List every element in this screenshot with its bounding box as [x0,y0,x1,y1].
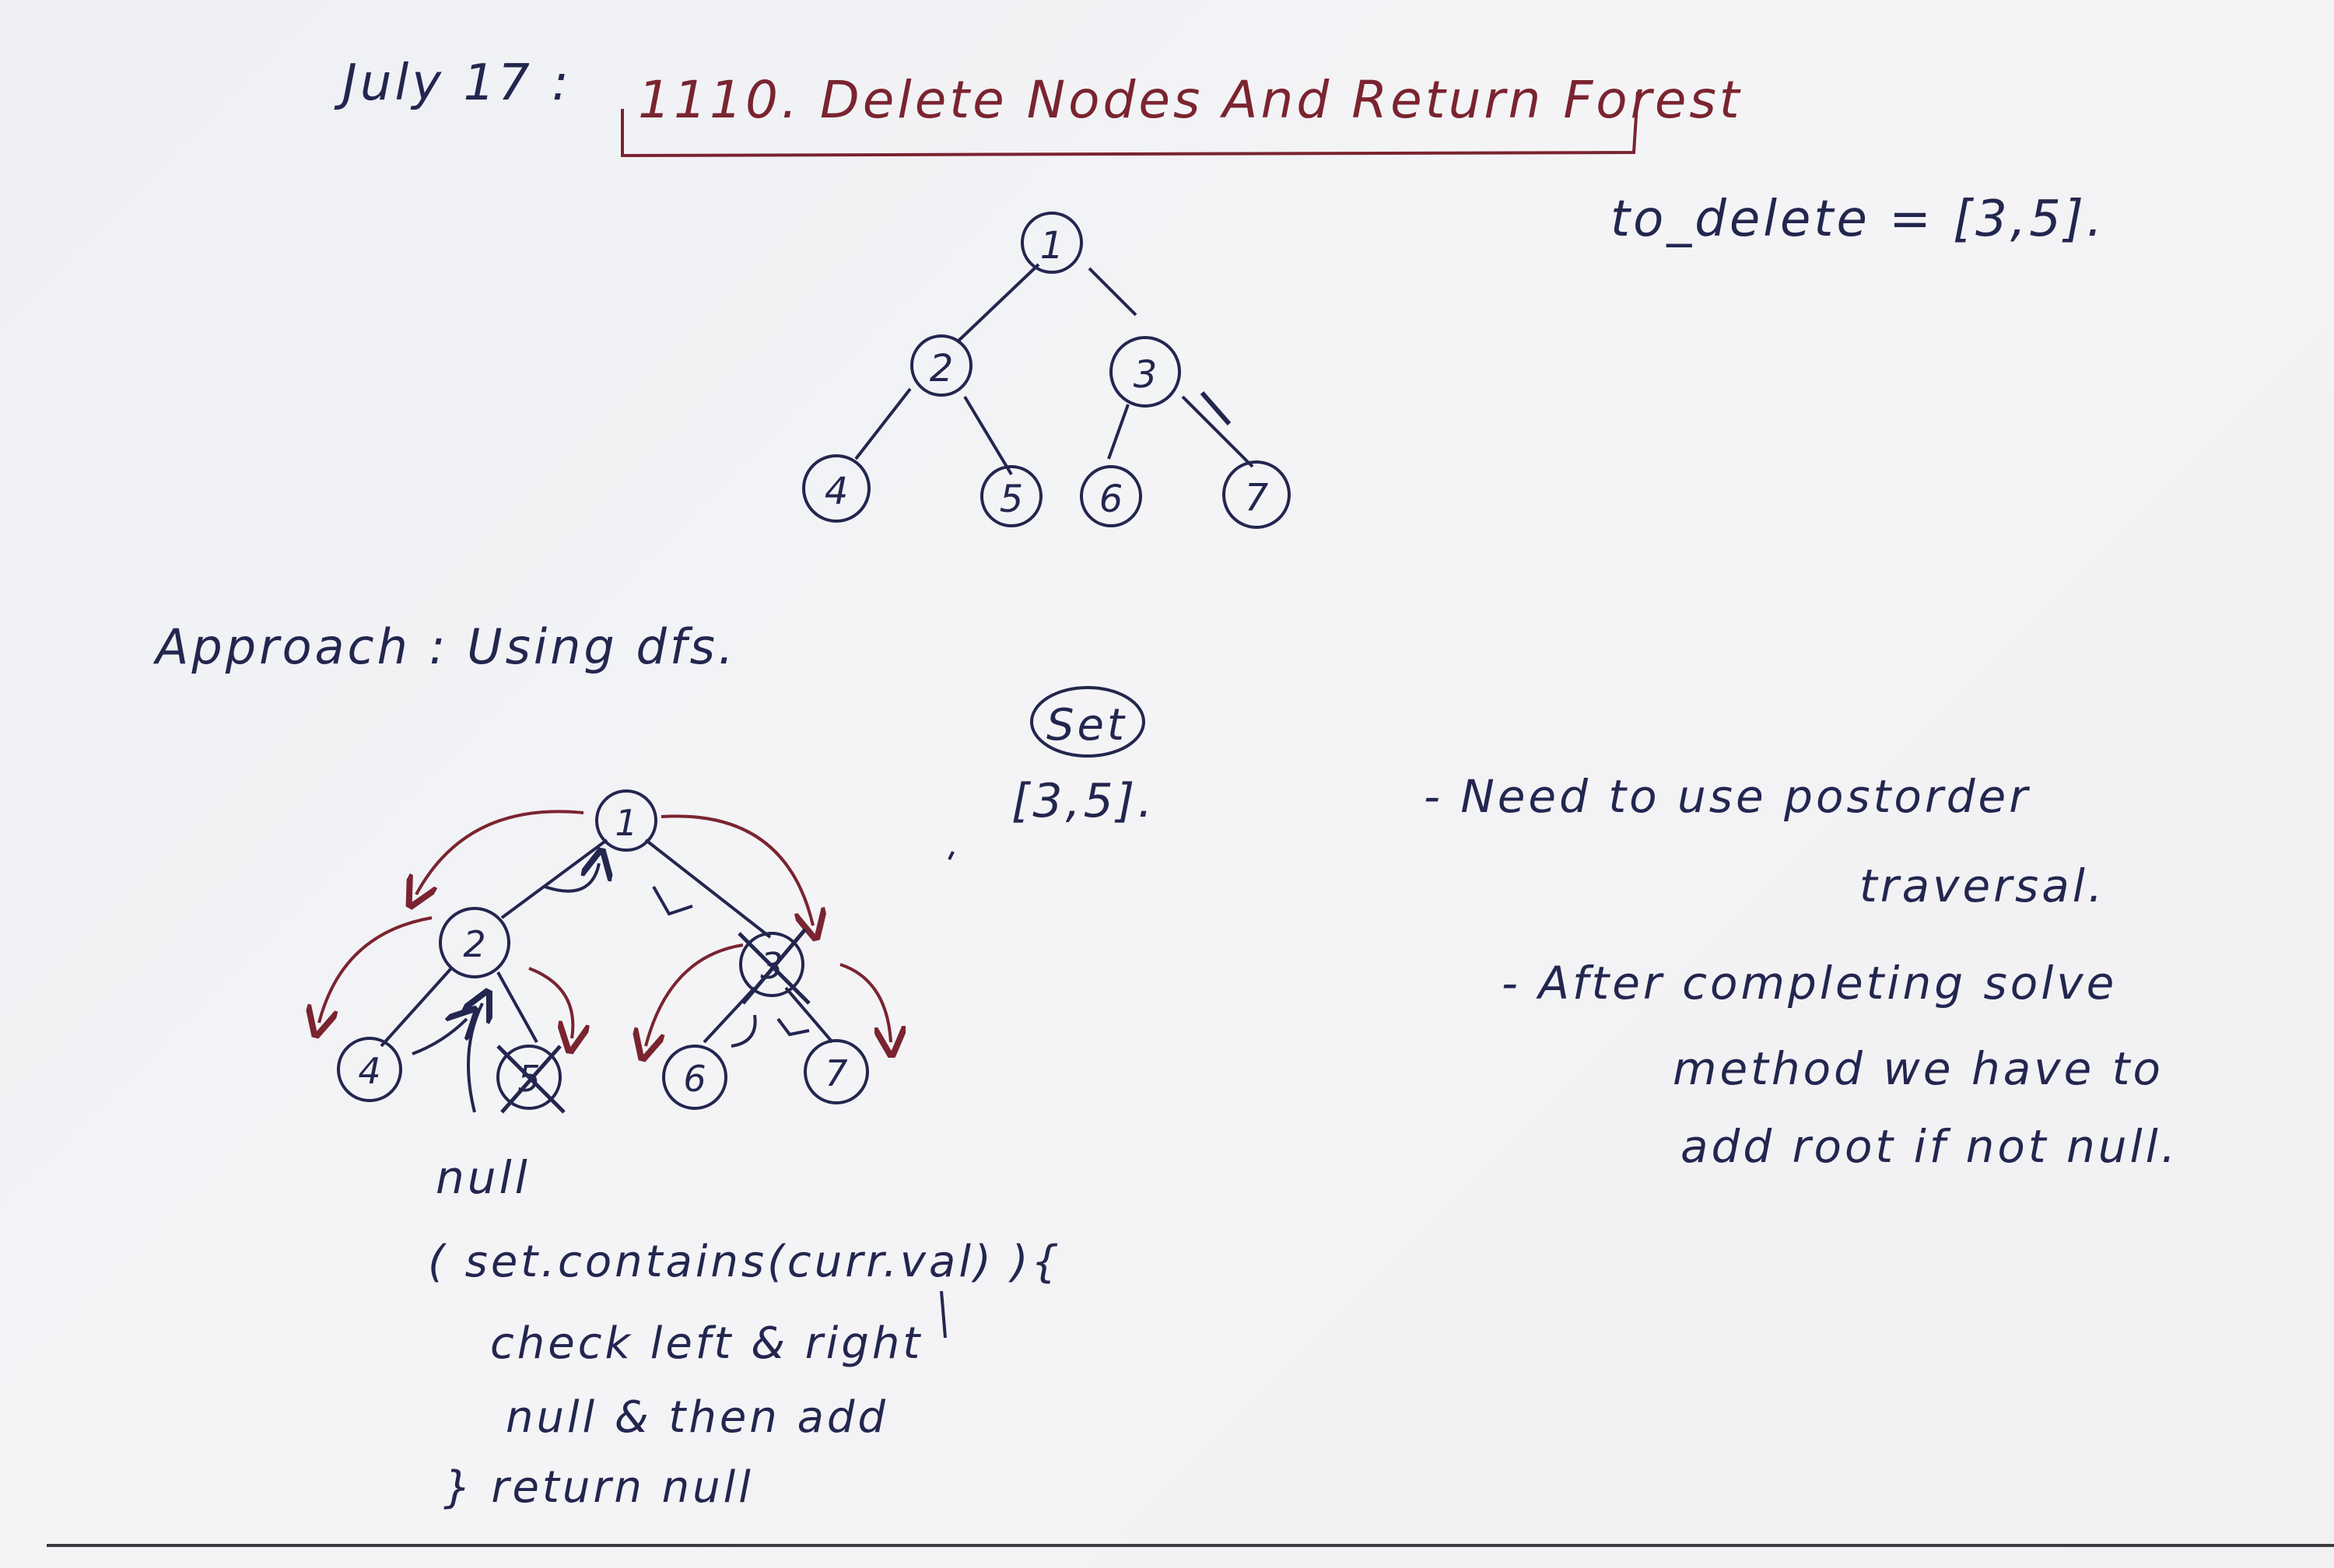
cross-node-3-b [741,928,807,1005]
bottom-node-7-label: 7 [825,1052,847,1094]
top-node-4-label: 4 [825,470,849,513]
cross-node-5-b [500,1045,562,1114]
bottom-node-6 [662,1045,727,1110]
set-ellipse [1030,686,1145,758]
tree-bottom-edges [380,838,955,1113]
deleted-node-crosses [496,928,811,1114]
top-node-1 [1021,212,1083,274]
top-node-4 [802,454,871,523]
set-values: [3,5]. [1011,774,1156,828]
bottom-node-2 [439,907,510,978]
top-node-2-label: 2 [930,347,954,390]
note-after-line2: method we have to [1673,1042,2164,1095]
note-postorder-line1: - Need to use postorder [1424,770,2031,823]
bottom-node-6-label: 6 [683,1058,706,1100]
title-date: July 17 : [342,54,572,112]
bottom-node-7 [804,1039,869,1104]
code-bracket [940,1290,947,1339]
top-node-5-label: 5 [1000,478,1024,521]
title-underline [621,91,1639,158]
page-bottom-rule [47,1544,2334,1547]
top-node-2 [910,334,972,397]
to-delete-list: to_delete = [3,5]. [1610,191,2106,248]
bottom-node-4-label: 4 [358,1050,380,1092]
top-node-5 [980,465,1043,527]
bottom-node-5 [496,1045,562,1110]
tree-bottom-nodes: 1 2 3 4 5 6 7 [337,789,869,1110]
code-note-line1: ( set.contains(curr.val) ){ [428,1237,1063,1287]
top-node-6 [1080,465,1142,527]
note-after-line3: add root if not null. [1680,1120,2179,1173]
code-note-line4: } return null [443,1462,754,1513]
top-node-7-label: 7 [1245,476,1269,520]
top-node-3-label: 3 [1134,353,1158,397]
note-postorder-line2: traversal. [1859,859,2106,912]
tree-top-nodes: 1 2 3 4 5 6 7 [802,212,1291,529]
tree-top [854,263,1254,476]
top-node-7 [1222,460,1291,529]
note-after-line1: - After completing solve [1502,957,2118,1010]
bottom-node-1 [595,789,657,852]
null-label: null [436,1151,531,1204]
top-node-6-label: 6 [1099,478,1123,521]
top-node-1-label: 1 [1040,224,1064,268]
tree-bottom-traversal-arrows [319,810,891,1046]
bottom-node-3 [739,932,804,997]
bottom-node-2-label: 2 [463,923,485,965]
page-title: 1110. Delete Nodes And Return Forest [638,70,1743,130]
approach-heading: Approach : Using dfs. [156,618,737,675]
set-label: Set [1046,700,1127,751]
bottom-node-1-label: 1 [615,802,637,844]
code-note-line3: null & then add [506,1392,888,1443]
top-node-3 [1109,336,1181,408]
code-note-line2: check left & right [490,1318,923,1369]
bottom-node-4 [337,1037,402,1102]
